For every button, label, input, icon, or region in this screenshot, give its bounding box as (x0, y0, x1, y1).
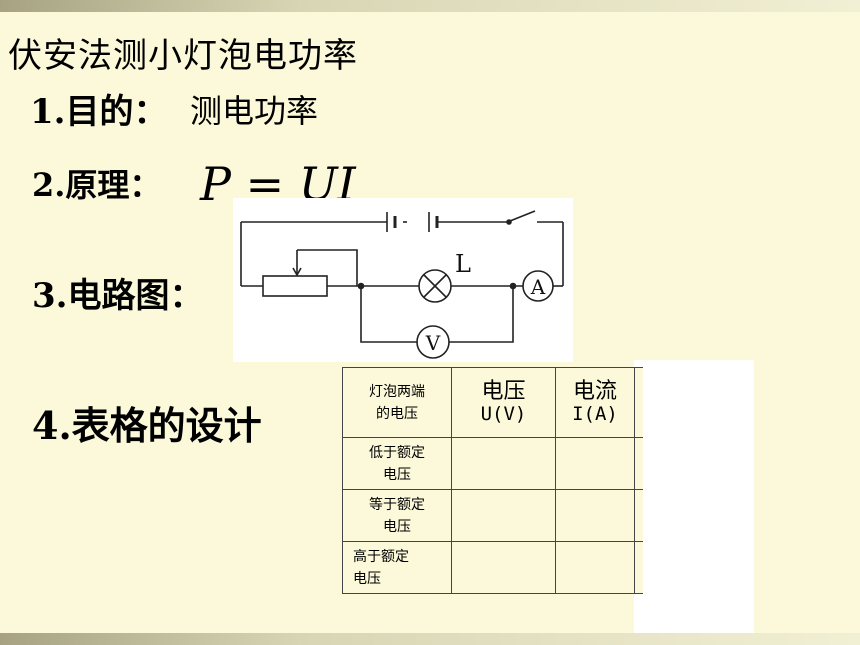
table-header-row: 灯泡两端 的电压 电压 U(V) 电流 I(A) (342, 367, 643, 438)
voltmeter-label: V (425, 331, 441, 355)
lamp-label: L (455, 250, 471, 278)
row-label-line2: 电压 (353, 570, 381, 587)
header-extra-cell (634, 367, 643, 438)
rheostat-slider-wire (297, 249, 358, 286)
row-label-above: 高于额定 电压 (342, 541, 452, 594)
table-row: 低于额定 电压 (342, 437, 643, 490)
row-label-line1: 低于额定 (369, 444, 425, 461)
current-cell[interactable] (555, 489, 635, 542)
header-col0-line1: 灯泡两端 (369, 383, 425, 400)
table-design-label: 4.表格的设计 (32, 403, 262, 448)
top-decor-bar (0, 0, 860, 12)
table-row: 等于额定 电压 (342, 489, 643, 542)
formula-p: P (200, 157, 231, 211)
slide-title: 伏安法测小灯泡电功率 (8, 36, 358, 76)
row-label-line1: 等于额定 (369, 496, 425, 513)
header-voltage-title: 电压 (481, 378, 526, 404)
purpose-text: 测电功率 (190, 92, 319, 130)
row-label-line2: 电压 (383, 466, 411, 483)
extra-cell (634, 541, 643, 594)
wire-voltmeter-left (360, 286, 417, 343)
ammeter-label: A (530, 275, 546, 299)
header-current: 电流 I(A) (555, 367, 635, 438)
rheostat-arrow (292, 267, 302, 277)
voltage-cell[interactable] (451, 437, 556, 490)
header-voltage-condition: 灯泡两端 的电压 (342, 367, 452, 438)
current-cell[interactable] (555, 541, 635, 594)
header-col0-line2: 的电压 (376, 405, 418, 422)
row-label-equal: 等于额定 电压 (342, 489, 452, 542)
bottom-decor-bar (0, 633, 860, 645)
header-current-unit: I(A) (572, 402, 618, 425)
data-table: 灯泡两端 的电压 电压 U(V) 电流 I(A) 低于额定 电压 等于额定 电压 (342, 367, 643, 594)
row-label-below: 低于额定 电压 (342, 437, 452, 490)
lamp-cross-2 (423, 274, 447, 298)
voltage-cell[interactable] (451, 541, 556, 594)
circuit-diagram: L A V (233, 198, 573, 362)
header-voltage: 电压 U(V) (451, 367, 556, 438)
rheostat-body (262, 275, 328, 297)
white-overlay-panel (634, 360, 754, 645)
extra-cell (634, 489, 643, 542)
purpose-label: 1.目的： (30, 92, 168, 132)
voltage-cell[interactable] (451, 489, 556, 542)
row-label-line2: 电压 (383, 518, 411, 535)
row-label-line1: 高于额定 (353, 548, 409, 565)
current-cell[interactable] (555, 437, 635, 490)
extra-cell (634, 437, 643, 490)
table-row: 高于额定 电压 (342, 541, 643, 594)
switch-blade (509, 210, 536, 222)
header-current-title: 电流 (572, 378, 617, 404)
circuit-label: 3.电路图： (32, 276, 204, 316)
wire-voltmeter-right (449, 286, 514, 343)
header-voltage-unit: U(V) (480, 402, 527, 425)
principle-label: 2.原理： (32, 166, 162, 204)
